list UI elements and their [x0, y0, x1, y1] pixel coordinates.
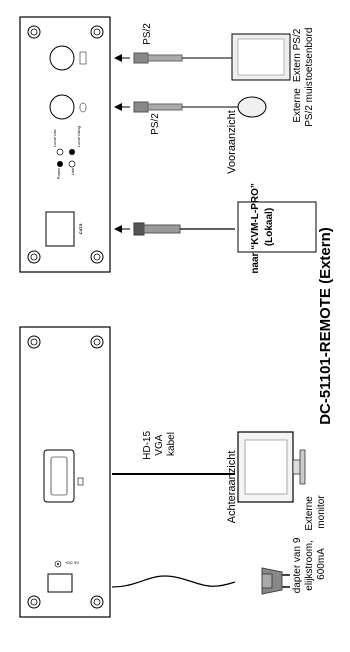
adapter-body-icon — [261, 573, 273, 589]
ps2-plug-icon — [133, 52, 149, 64]
diagram-title: DC-51101-REMOTE (Extern) — [317, 227, 334, 425]
mouse-icon — [79, 102, 87, 113]
screw-inner-icon — [93, 253, 101, 261]
kvm-box-label: naar “KVM-L-PRO” (Lokaal) — [250, 180, 275, 273]
front-panel-body — [19, 16, 111, 273]
mouse-line-1: Externe — [292, 88, 303, 123]
adapter-line-3: 600mA — [316, 548, 327, 580]
local-using-led — [69, 149, 75, 155]
screw-inner-icon — [30, 253, 38, 261]
mouse-device-icon — [237, 96, 267, 118]
monitor-line-1: Externe — [304, 496, 315, 531]
screw-inner-icon — [93, 598, 101, 606]
rj45-plug-icon — [133, 222, 145, 236]
cat5-label: CAT.5 — [78, 223, 83, 235]
kvm-line-1: naar “KVM-L-PRO” — [250, 183, 261, 274]
keyboard-keys — [237, 38, 285, 76]
screw-inner-icon — [30, 598, 38, 606]
adapter-line-1: dapter van 9 — [292, 537, 303, 593]
screw-inner-icon — [93, 338, 101, 346]
adapter-label: dapter van 9 elijkstroom, 600mA — [292, 535, 327, 593]
cat5-cable-icon — [143, 224, 181, 234]
keyboard-device-icon — [231, 33, 291, 81]
power-cable — [111, 575, 236, 588]
monitor-base — [299, 449, 306, 485]
keyboard-icon — [79, 51, 87, 65]
keyboard-line-2: toetsenbord — [304, 28, 315, 81]
rear-view-label: Achteraanzicht — [226, 451, 238, 524]
kvm-box — [237, 201, 317, 253]
link-led — [68, 160, 76, 168]
ps2-plug-icon — [133, 101, 149, 113]
adapter-line-2: elijkstroom, — [304, 540, 315, 591]
monitor-line-2: monitor — [316, 495, 327, 529]
led-local-using-label: Local Using — [76, 126, 81, 147]
ps2-mouse-label: PS/2 — [150, 113, 161, 135]
mouse-ps2-port — [49, 94, 75, 120]
keyboard-ps2-port — [49, 45, 75, 71]
screw-inner-icon — [30, 338, 38, 346]
power-led — [57, 161, 63, 167]
ps2-cable-icon — [147, 54, 183, 62]
arrow-icon — [114, 54, 122, 62]
power-jack — [47, 573, 73, 593]
monitor-icon — [237, 431, 306, 503]
polarity-icon — [54, 560, 62, 568]
vga-label-3: kabel — [166, 432, 177, 456]
led-link-label: Link — [70, 168, 75, 175]
monitor-label: Externe monitor — [304, 493, 327, 530]
monitor-port-icon — [77, 477, 84, 486]
mouse-line-2: PS/2 muis — [304, 81, 315, 127]
ps2-keyboard-label: PS/2 — [142, 23, 153, 45]
ps2-cable-icon — [147, 103, 183, 111]
cat5-port — [45, 211, 75, 247]
screw-inner-icon — [93, 28, 101, 36]
keyboard-line-1: Extern PS/2 — [292, 28, 303, 82]
keyboard-label: Extern PS/2 toetsenbord — [292, 26, 315, 82]
monitor-display — [244, 439, 288, 495]
rear-panel: +DC 9V — [19, 326, 111, 618]
mouse-label: Externe PS/2 muis — [292, 81, 315, 127]
led-local-use-label: Local Use — [52, 128, 57, 147]
vga-cable-label: HD-15 VGA kabel — [142, 428, 177, 460]
arrow-icon — [114, 225, 122, 233]
front-view-label: Vooraanzicht — [226, 110, 238, 174]
kvm-line-2: (Lokaal) — [264, 208, 275, 246]
polarity-center-icon — [57, 563, 59, 565]
vga-port-inner — [50, 456, 68, 496]
screw-inner-icon — [30, 28, 38, 36]
vga-label-2: VGA — [154, 434, 165, 455]
arrow-icon — [114, 103, 122, 111]
vga-label-1: HD-15 — [142, 431, 153, 460]
power-jack-label: +DC 9V — [65, 560, 79, 565]
power-adapter — [261, 567, 290, 595]
local-use-led — [56, 148, 64, 156]
front-panel: CAT.5 Power Link Local Use Local Using — [19, 16, 111, 273]
led-power-label: Power — [56, 167, 61, 179]
